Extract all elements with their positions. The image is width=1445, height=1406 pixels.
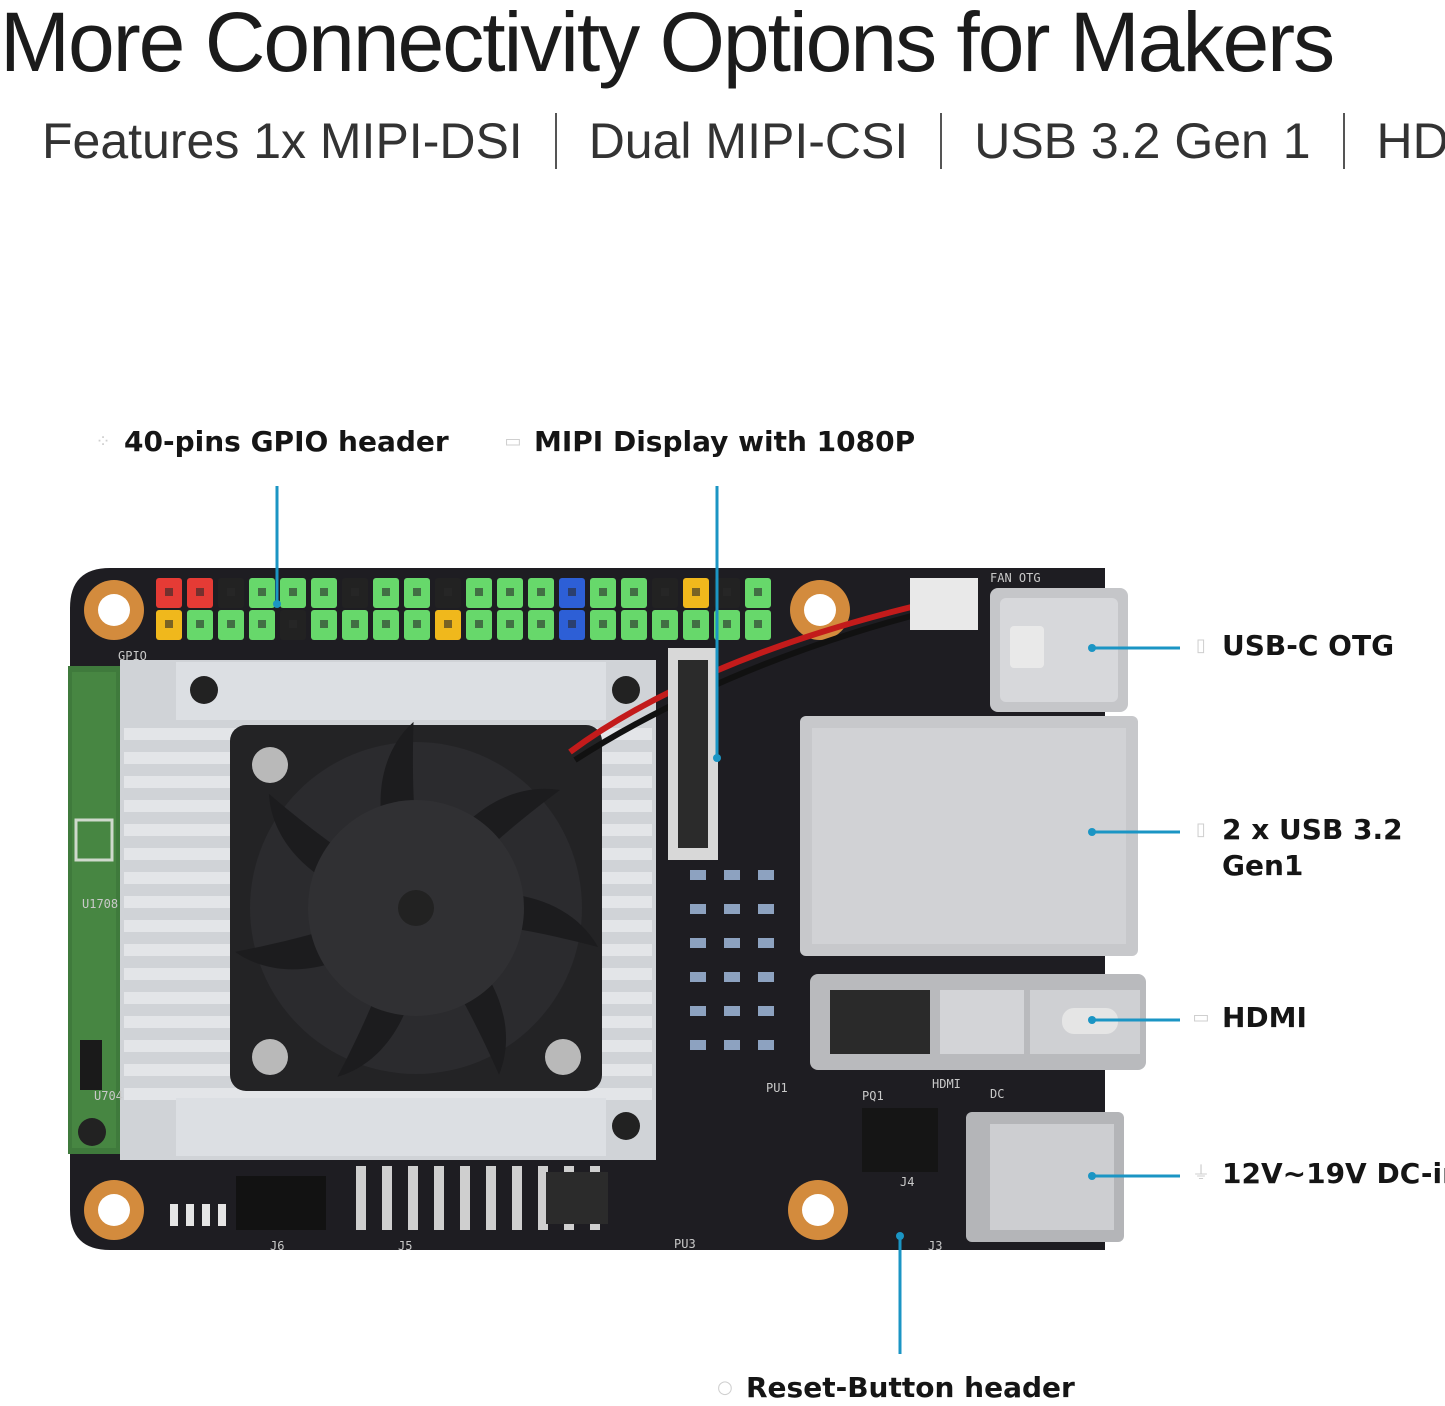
callout-usb3-text: 2 x USB 3.2 Gen1 [1222,812,1403,884]
callout-gpio: ⁘ 40-pins GPIO header [92,424,449,460]
monitor-icon: ▭ [1192,1007,1210,1028]
callout-reset: ○ Reset-Button header [714,1370,1075,1406]
silk-hdmi: HDMI [932,1077,961,1091]
mounting-holes [84,580,850,1240]
feature-separator [940,113,943,169]
silk-pu3: PU3 [674,1237,696,1251]
callout-hdmi-label: HDMI [1222,1001,1307,1034]
callout-usb3: ▯ 2 x USB 3.2 Gen1 [1190,812,1403,884]
usb-icon: ▯ [1196,819,1206,840]
callout-gpio-label: 40-pins GPIO header [124,425,449,458]
feature-separator [1342,113,1345,169]
silk-u704: U704 [94,1089,123,1103]
gpio-header [156,578,771,640]
feature-usb: USB 3.2 Gen 1 [974,113,1311,169]
feature-hdmi: HDMI [1376,113,1445,169]
cooling-fan [230,721,602,1091]
usb3-port [800,716,1138,956]
callout-dc: ⏚ 12V~19V DC-in [1190,1156,1445,1192]
callout-lines [275,486,1180,1354]
circle-icon: ○ [717,1377,733,1398]
silk-u1708: U1708 [82,897,118,911]
callout-usb3-label2: Gen1 [1222,849,1304,882]
usb-icon: ▯ [1196,635,1206,656]
silk-j6: J6 [270,1239,284,1253]
callout-usbc-label: USB-C OTG [1222,629,1395,662]
silk-j3: J3 [928,1239,942,1253]
page-title: More Connectivity Options for Makers [0,0,1335,89]
hdmi-port [810,974,1146,1070]
feature-mipi-dsi: Features 1x MIPI-DSI [42,113,523,169]
silk-gpio: GPIO [118,649,147,663]
feature-mipi-csi: Dual MIPI-CSI [588,113,909,169]
callout-mipi-label: MIPI Display with 1080P [534,425,916,458]
silk-j4: J4 [900,1175,914,1189]
callout-dc-label: 12V~19V DC-in [1222,1157,1445,1190]
feature-separator [554,113,557,169]
power-plug-icon: ⏚ [1192,1163,1210,1184]
callout-reset-label: Reset-Button header [746,1371,1075,1404]
callout-usb3-label: 2 x USB 3.2 [1222,813,1403,846]
silk-fan-otg: FAN OTG [990,571,1041,585]
callout-hdmi: ▭ HDMI [1190,1000,1307,1036]
silk-pq1: PQ1 [862,1089,884,1103]
usb-c-port [990,588,1128,712]
silk-j5: J5 [398,1239,412,1253]
silk-pu1: PU1 [766,1081,788,1095]
silk-dc: DC [990,1087,1004,1101]
display-icon: ▭ [504,431,522,452]
feature-list: Features 1x MIPI-DSI Dual MIPI-CSI USB 3… [42,108,1445,174]
callout-usbc: ▯ USB-C OTG [1190,628,1394,664]
grid-dots-icon: ⁘ [95,431,111,452]
callout-mipi: ▭ MIPI Display with 1080P [502,424,915,460]
